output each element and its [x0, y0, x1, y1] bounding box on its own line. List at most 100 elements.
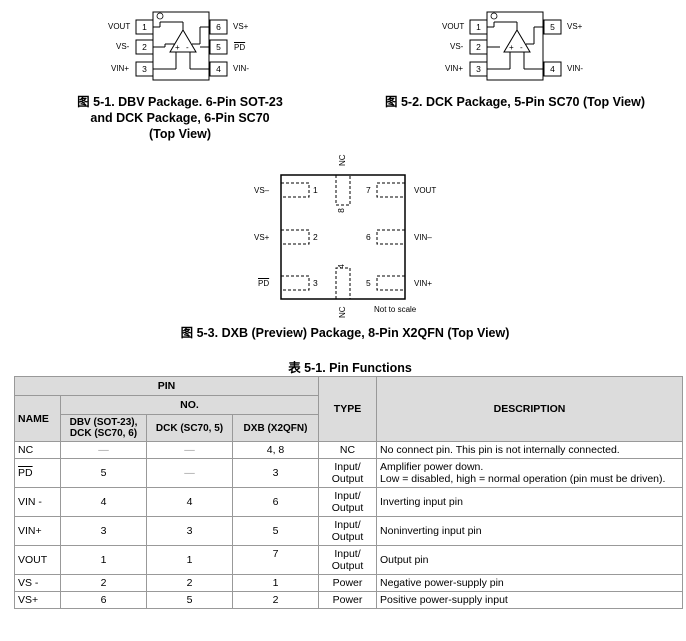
cell-dck: — [146, 441, 233, 459]
fig3-label-pd: PD [258, 279, 270, 288]
cell-desc: Output pin [376, 545, 684, 575]
cell-desc: Negative power-supply pin [376, 574, 684, 592]
cell-dck: — [146, 458, 233, 488]
cell-name: VIN - [14, 487, 61, 517]
svg-text:+: + [509, 43, 514, 52]
header-pin: PIN [13, 376, 320, 396]
fig1-label-vin-plus: VIN+ [111, 64, 130, 73]
fig3-note: Not to scale [374, 305, 417, 314]
fig2-caption: 图 5-2. DCK Package, 5-Pin SC70 (Top View… [384, 95, 646, 109]
fig2-pin-2: 2 [476, 42, 481, 52]
fig3-label-vs-plus: VS+ [254, 233, 270, 242]
fig2-pin-3: 3 [476, 64, 481, 74]
cell-desc: Amplifier power down. Low = disabled, hi… [376, 458, 684, 488]
cell-dxb: 1 [231, 574, 320, 592]
cell-dxb: 2 [231, 591, 320, 609]
cell-dbv: 1 [60, 545, 147, 575]
table-row: VIN - 4 4 6 Input/ Output Inverting inpu… [14, 487, 684, 517]
table-row: NC — — 4, 8 NC No connect pin. This pin … [14, 441, 684, 459]
fig1-caption-line3: (Top View) [148, 127, 212, 141]
cell-dbv: 2 [60, 574, 147, 592]
header-type: TYPE [318, 376, 378, 442]
fig1-label-pd: PD [234, 43, 246, 52]
fig3-pin-1: 1 [313, 185, 318, 195]
cell-name: VS+ [14, 591, 61, 609]
cell-dck: 4 [146, 487, 233, 517]
cell-desc-line2: Low = disabled, high = normal operation … [380, 473, 666, 485]
cell-type: Power [318, 574, 378, 592]
fig3-caption: 图 5-3. DXB (Preview) Package, 8-Pin X2QF… [180, 326, 510, 340]
fig3-pin-4: 4 [335, 264, 346, 269]
fig2-pin-5: 5 [550, 22, 555, 32]
cell-type: Input/ Output [318, 545, 378, 575]
header-name: NAME [14, 395, 61, 442]
fig1-pin-2: 2 [142, 42, 147, 52]
fig1-label-vin-minus: VIN- [233, 64, 249, 73]
fig1-pin1-dot [156, 12, 164, 20]
svg-text:-: - [520, 43, 523, 52]
cell-dxb: 7 [231, 545, 320, 575]
cell-desc: Inverting input pin [376, 487, 684, 517]
fig1-label-vout: VOUT [108, 22, 131, 31]
fig1-pin-6: 6 [216, 22, 221, 32]
cell-type: Input/ Output [318, 487, 378, 517]
cell-dck: 2 [146, 574, 233, 592]
header-dck: DCK (SC70, 5) [146, 414, 233, 442]
cell-name: VIN+ [14, 516, 61, 546]
cell-dck: 1 [146, 545, 233, 575]
cell-dxb: 5 [231, 516, 320, 546]
cell-desc: Positive power-supply input [376, 591, 684, 609]
fig3-label-nc-top: NC [338, 154, 347, 166]
cell-dck: 3 [146, 516, 233, 546]
package-diagrams: + - + - [135, 11, 562, 300]
fig2-pin-1: 1 [476, 22, 481, 32]
fig3-pin-6: 6 [366, 232, 371, 242]
cell-type: Input/ Output [318, 516, 378, 546]
cell-desc: No connect pin. This pin is not internal… [376, 441, 684, 459]
cell-dbv: — [60, 441, 147, 459]
cell-name: VS - [14, 574, 61, 592]
fig1-pin-3: 3 [142, 64, 147, 74]
cell-type: NC [318, 441, 378, 459]
table-row: VS - 2 2 1 Power Negative power-supply p… [14, 574, 684, 592]
table-row: VS+ 6 5 2 Power Positive power-supply in… [14, 591, 684, 609]
fig1-pin-5: 5 [216, 42, 221, 52]
svg-text:+: + [175, 43, 180, 52]
fig2-label-vin-plus: VIN+ [445, 64, 464, 73]
fig3-label-vs-minus: VS– [254, 186, 270, 195]
cell-dxb: 4, 8 [231, 441, 320, 459]
cell-dbv: 5 [60, 458, 147, 488]
cell-dxb: 3 [231, 458, 320, 488]
table-caption: 表 5-1. Pin Functions [288, 361, 412, 375]
fig2-label-vin-minus: VIN- [567, 64, 583, 73]
cell-desc-line1: Amplifier power down. [380, 461, 484, 473]
fig3-label-vin-plus: VIN+ [414, 279, 433, 288]
table-header-row-3: DBV (SOT-23), DCK (SC70, 6) DCK (SC70, 5… [15, 414, 683, 442]
fig1-caption-line1: 图 5-1. DBV Package. 6-Pin SOT-23 [77, 95, 283, 109]
fig2-pin-4: 4 [550, 64, 555, 74]
cell-type: Input/ Output [318, 458, 378, 488]
cell-dbv: 3 [60, 516, 147, 546]
fig1-pin-4: 4 [216, 64, 221, 74]
fig2-label-vs-plus: VS+ [567, 22, 583, 31]
fig3-package-body [280, 174, 406, 300]
cell-dbv: 4 [60, 487, 147, 517]
fig1-pin-1: 1 [142, 22, 147, 32]
header-dxb: DXB (X2QFN) [231, 414, 320, 442]
fig1-opamp-icon [169, 29, 197, 53]
fig3-label-nc-bottom: NC [338, 306, 347, 318]
table-row: VOUT 1 1 7 Input/ Output Output pin [14, 545, 684, 575]
cell-type: Power [318, 591, 378, 609]
fig2-opamp-icon [503, 29, 531, 53]
cell-name: PD [14, 458, 61, 488]
header-description: DESCRIPTION [376, 376, 684, 442]
fig3-label-vin-minus: VIN– [414, 233, 432, 242]
cell-name: NC [14, 441, 61, 459]
pin-functions-table: PIN TYPE DESCRIPTION NAME NO. DBV (SOT-2… [13, 376, 684, 609]
fig3-pin-8: 8 [335, 208, 346, 213]
cell-dxb: 6 [231, 487, 320, 517]
header-dbv: DBV (SOT-23), DCK (SC70, 6) [60, 414, 147, 442]
fig3-pin-2: 2 [313, 232, 318, 242]
header-no: NO. [59, 395, 320, 415]
fig1-label-vs-minus: VS- [116, 42, 130, 51]
